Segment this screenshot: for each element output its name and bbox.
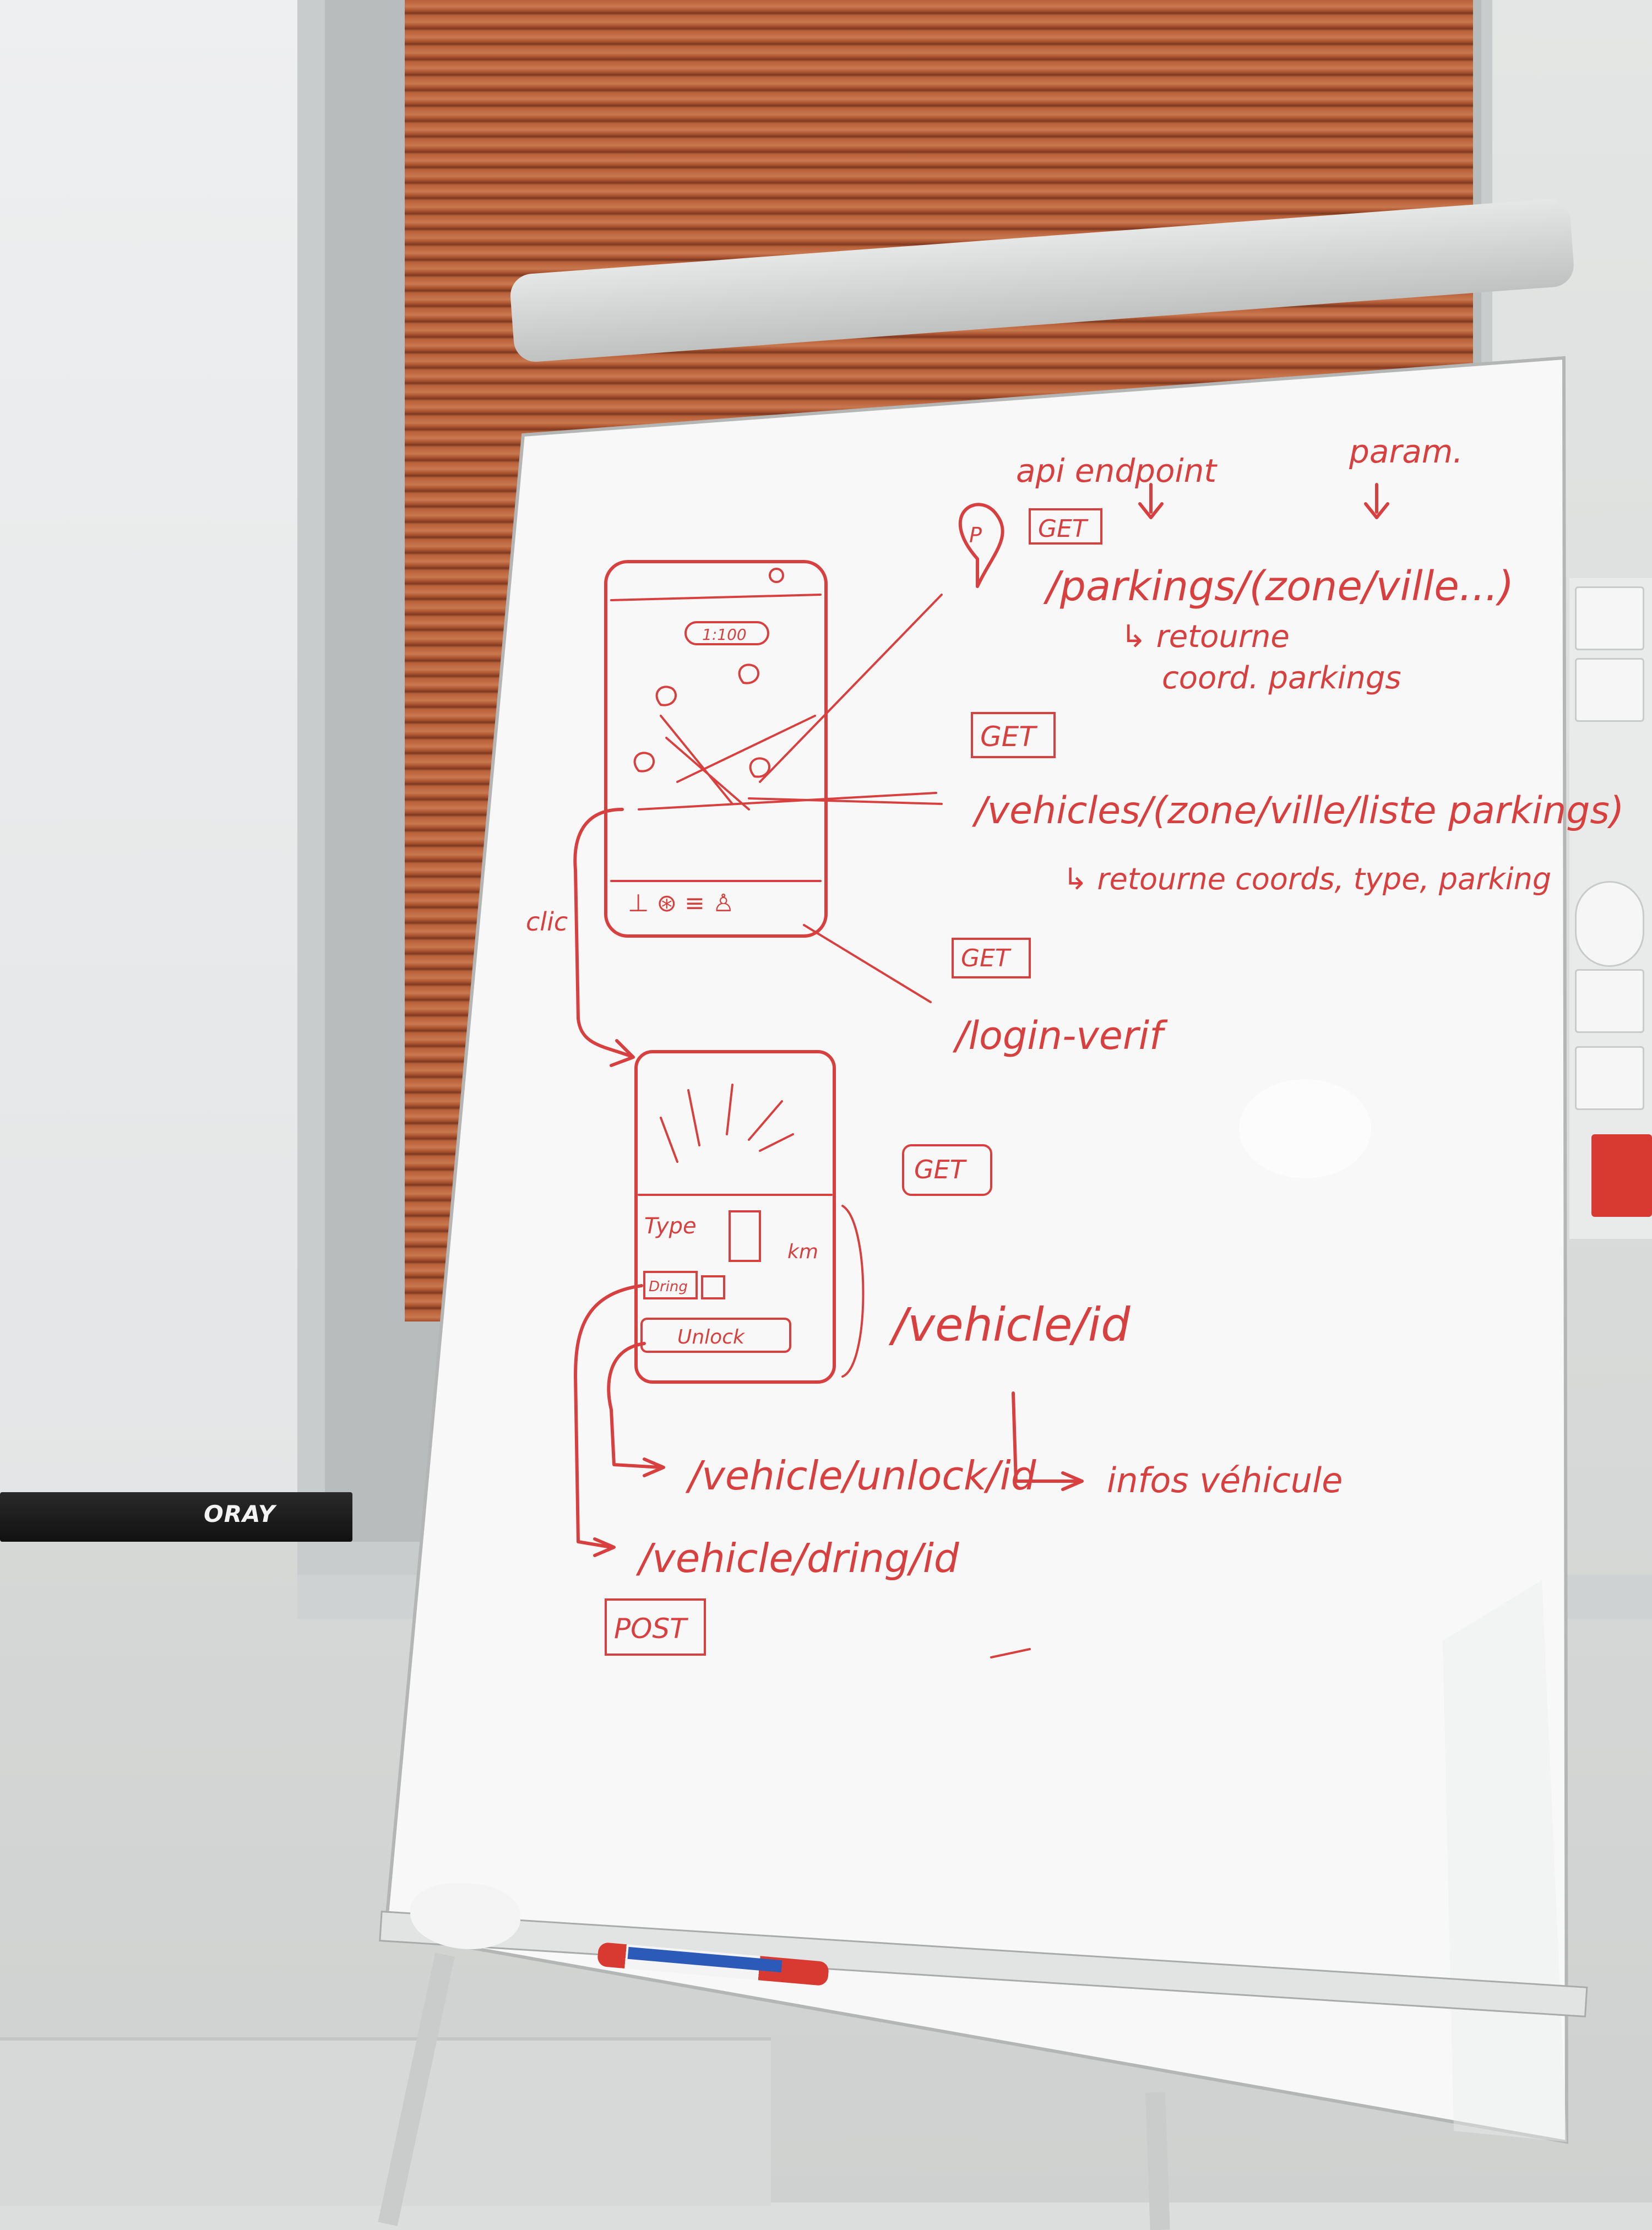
screen-brand-logo: ORAY [204, 1500, 276, 1527]
endpoint3-method: GET [961, 944, 1012, 972]
endpoint1-note-line2: coord. parkings [1162, 660, 1401, 696]
pin-label: P [969, 523, 982, 547]
post-box [605, 1598, 706, 1656]
vehicle-image-sketch [660, 1084, 794, 1163]
unlock-button[interactable] [640, 1318, 791, 1353]
header-param: param. [1349, 433, 1463, 470]
flow-arrow [574, 1284, 643, 1557]
flow-arrow [607, 1342, 665, 1477]
projector-screen [0, 0, 297, 1520]
scale-text: 1:100 [702, 626, 747, 644]
header-api-endpoint: api endpoint [1016, 452, 1218, 489]
projector-screen-bar [0, 1492, 352, 1542]
endpoint6-method: POST [614, 1613, 688, 1645]
power-outlet [1575, 1046, 1644, 1110]
eraser [410, 1883, 520, 1949]
wall-radiator [0, 2037, 771, 2206]
fire-alarm-box [1591, 1134, 1652, 1217]
endpoint2-path: /vehicles/(zone/ville/liste parkings) [972, 789, 1624, 833]
bracket [841, 1205, 865, 1378]
endpoint3-path: /login-verif [952, 1013, 1168, 1058]
endpoint6-path: /vehicle/dring/id [635, 1535, 960, 1581]
endpoint1-note-line1: ↳ retourne [1121, 619, 1290, 655]
unlock-label: Unlock [677, 1326, 746, 1348]
battery-icon [729, 1210, 761, 1262]
arrow-down-icon [1364, 483, 1389, 519]
scale-pill [684, 621, 769, 645]
endpoint1-path: /parkings/(zone/ville...) [1043, 563, 1514, 610]
endpoint2-method: GET [980, 721, 1037, 753]
endpoint4-note: infos véhicule [1107, 1460, 1343, 1500]
bell-icon [701, 1275, 725, 1299]
map-pin-icon [958, 503, 1004, 588]
endpoint5-path: /vehicle/unlock/id [685, 1453, 1037, 1499]
flipchart-board [383, 356, 1569, 2144]
search-icon [769, 568, 784, 583]
light-switch[interactable] [1575, 658, 1644, 722]
endpoint4-path: /vehicle/id [888, 1298, 1131, 1352]
endpoint2-note: ↳ retourne coords, type, parking [1063, 862, 1551, 896]
light-switch[interactable] [1575, 969, 1644, 1033]
light-switch[interactable] [1575, 586, 1644, 650]
clic-label: clic [526, 907, 568, 937]
dring-button[interactable] [643, 1271, 698, 1299]
get-box [952, 938, 1031, 978]
flow-arrow [1012, 1391, 1084, 1491]
connector-lines [638, 594, 943, 1003]
type-label: Type [644, 1214, 697, 1239]
round-dial[interactable] [1575, 881, 1644, 967]
get-box [1029, 508, 1102, 545]
bottom-nav-icons: ⊥ ⊛ ≡ ♙ [628, 889, 734, 917]
endpoint4-method: GET [914, 1155, 968, 1184]
phone-map-sketch [604, 560, 828, 938]
get-box [902, 1144, 992, 1196]
km-label: km [787, 1241, 818, 1263]
phone-vehicle-sketch [634, 1050, 836, 1384]
flow-arrow [573, 808, 635, 1067]
endpoint1-method: GET [1038, 515, 1089, 543]
dring-label: Dring [649, 1279, 688, 1295]
get-box [971, 712, 1056, 758]
arrow-down-icon [1138, 483, 1164, 519]
stray-mark [990, 1648, 1031, 1658]
map-markers [633, 663, 771, 778]
